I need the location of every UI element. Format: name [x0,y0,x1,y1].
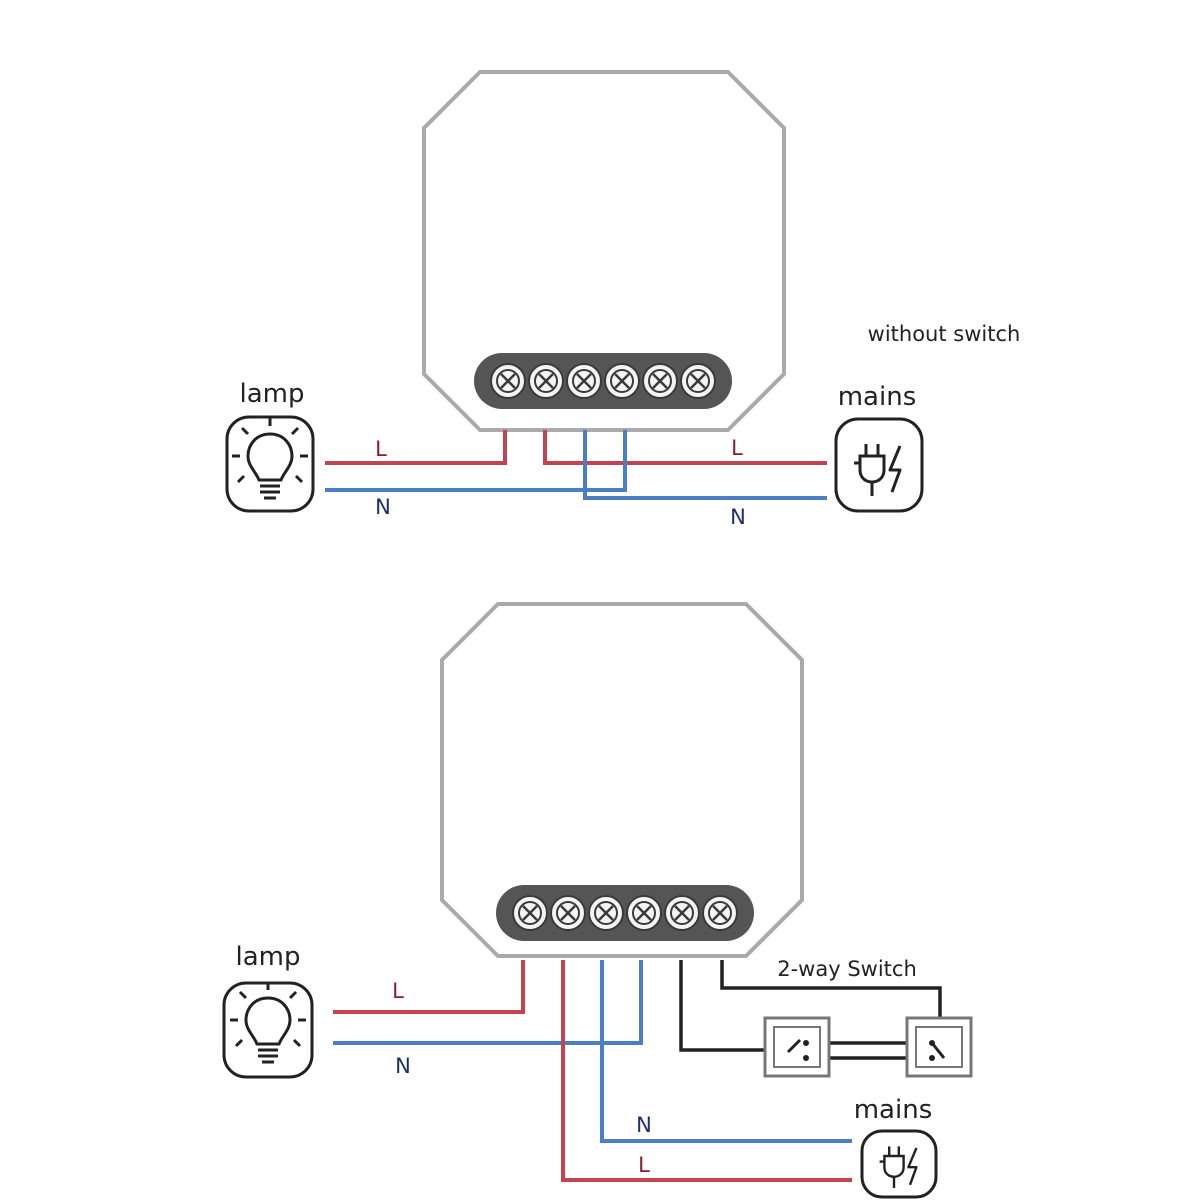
top-mains-neutral-wire [583,430,827,500]
bottom-lamp-live-label: L [392,979,404,1003]
bottom-mains-neutral-wire [600,960,852,1143]
top-mains-label: mains [838,382,917,412]
top-lamp-neutral-label: N [375,495,391,519]
top-lamp-live-wire [325,430,507,465]
top-mains-live-label: L [731,436,743,460]
bottom-mains-live-wire [561,960,852,1182]
top-wiring-section: lamp mains without switch L N L N [225,70,1021,529]
bottom-lamp-label: lamp [236,942,301,972]
top-lamp-box [225,415,315,513]
top-lamp-live-label: L [375,437,387,461]
top-note: without switch [868,322,1021,346]
bottom-switch-2-icon [905,1016,973,1078]
bottom-mains-box [860,1129,938,1199]
bottom-switch-wire-a [679,960,790,1052]
bottom-mains-label: mains [854,1095,933,1125]
top-mains-live-wire [543,430,827,465]
bottom-switch-1-icon [763,1016,831,1078]
bottom-wiring-section: 2-way Switch lamp mains L N N L [222,602,973,1199]
top-mains-box [834,417,924,513]
bottom-mains-neutral-label: N [636,1113,652,1137]
bottom-module-icon [440,602,804,958]
top-lamp-label: lamp [240,379,305,409]
bottom-mains-live-label: L [638,1153,650,1177]
bottom-lamp-neutral-wire [333,960,643,1045]
bottom-lamp-live-wire [333,960,525,1014]
bottom-switch-wire-b [720,960,942,1043]
bottom-switch-label: 2-way Switch [777,957,917,981]
top-lamp-neutral-wire [325,430,627,492]
bottom-lamp-neutral-label: N [395,1054,411,1078]
top-module-icon [422,70,786,432]
top-mains-neutral-label: N [730,505,746,529]
